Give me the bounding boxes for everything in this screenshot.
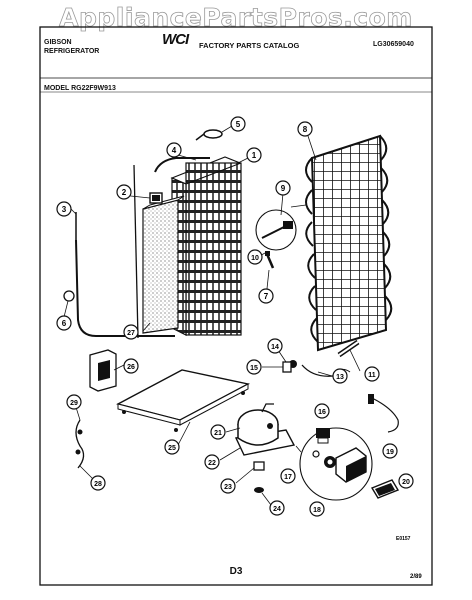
callout-29: 29: [66, 394, 82, 410]
svg-text:1: 1: [252, 151, 257, 160]
svg-text:21: 21: [214, 430, 222, 437]
svg-text:17: 17: [284, 474, 292, 481]
bracket: [89, 349, 117, 392]
svg-text:14: 14: [271, 344, 279, 351]
svg-text:3: 3: [62, 205, 67, 214]
callout-16: 16: [314, 403, 330, 419]
callout-28: 28: [90, 475, 106, 491]
svg-text:27: 27: [127, 330, 135, 337]
callout-2: 2: [116, 184, 132, 200]
callout-4: 4: [166, 142, 182, 158]
callout-26: 26: [123, 358, 139, 374]
callout-22: 22: [204, 454, 220, 470]
svg-text:13: 13: [336, 374, 344, 381]
drawing-code: E0157: [396, 536, 411, 542]
svg-text:11: 11: [368, 372, 376, 379]
callout-13: 13: [332, 368, 348, 384]
svg-text:15: 15: [250, 365, 258, 372]
svg-text:25: 25: [168, 445, 176, 452]
svg-text:9: 9: [281, 184, 286, 193]
svg-text:20: 20: [402, 479, 410, 486]
svg-text:4: 4: [172, 146, 177, 155]
evaporator-pad: [142, 195, 185, 334]
svg-text:2: 2: [122, 188, 127, 197]
catalog-logo: WCI: [162, 31, 189, 48]
callout-7: 7: [258, 288, 274, 304]
callout-5: 5: [230, 116, 246, 132]
callout-19: 19: [382, 443, 398, 459]
svg-text:7: 7: [264, 292, 269, 301]
callout-3: 3: [56, 201, 72, 217]
callout-24: 24: [269, 500, 285, 516]
callout-10: 10: [247, 249, 263, 265]
callout-20: 20: [398, 473, 414, 489]
callout-6: 6: [56, 315, 72, 331]
callout-25: 25: [164, 439, 180, 455]
svg-text:5: 5: [236, 120, 241, 129]
svg-text:22: 22: [208, 460, 216, 467]
svg-text:26: 26: [127, 364, 135, 371]
page-label: D3: [229, 566, 243, 577]
callout-17: 17: [280, 468, 296, 484]
callout-8: 8: [297, 121, 313, 137]
svg-text:8: 8: [303, 125, 308, 134]
callout-1: 1: [246, 147, 262, 163]
catalog-number: LG30659040: [373, 41, 414, 48]
base-plate: [116, 369, 251, 432]
callout-21: 21: [210, 424, 226, 440]
callout-27: 27: [123, 324, 139, 340]
callout-18: 18: [309, 501, 325, 517]
model-number: MODEL RG22F9W913: [44, 85, 116, 92]
callout-14: 14: [267, 338, 283, 354]
callout-11: 11: [364, 366, 380, 382]
catalog-title: FACTORY PARTS CATALOG: [199, 41, 300, 50]
svg-text:29: 29: [70, 400, 78, 407]
callout-9: 9: [275, 180, 291, 196]
brand-line-2: REFRIGERATOR: [44, 48, 100, 55]
callout-23: 23: [220, 478, 236, 494]
condenser-coil: [305, 134, 393, 352]
svg-text:28: 28: [94, 481, 102, 488]
callout-15: 15: [246, 359, 262, 375]
revision-date: 2/89: [410, 574, 422, 580]
svg-text:24: 24: [273, 506, 281, 513]
svg-text:6: 6: [62, 319, 67, 328]
compressor: [234, 403, 296, 456]
svg-text:16: 16: [318, 409, 326, 416]
svg-text:10: 10: [251, 255, 259, 262]
svg-text:18: 18: [313, 507, 321, 514]
svg-text:19: 19: [386, 449, 394, 456]
svg-text:23: 23: [224, 484, 232, 491]
relay-overload: [335, 447, 367, 483]
brand-line-1: GIBSON: [44, 39, 72, 46]
